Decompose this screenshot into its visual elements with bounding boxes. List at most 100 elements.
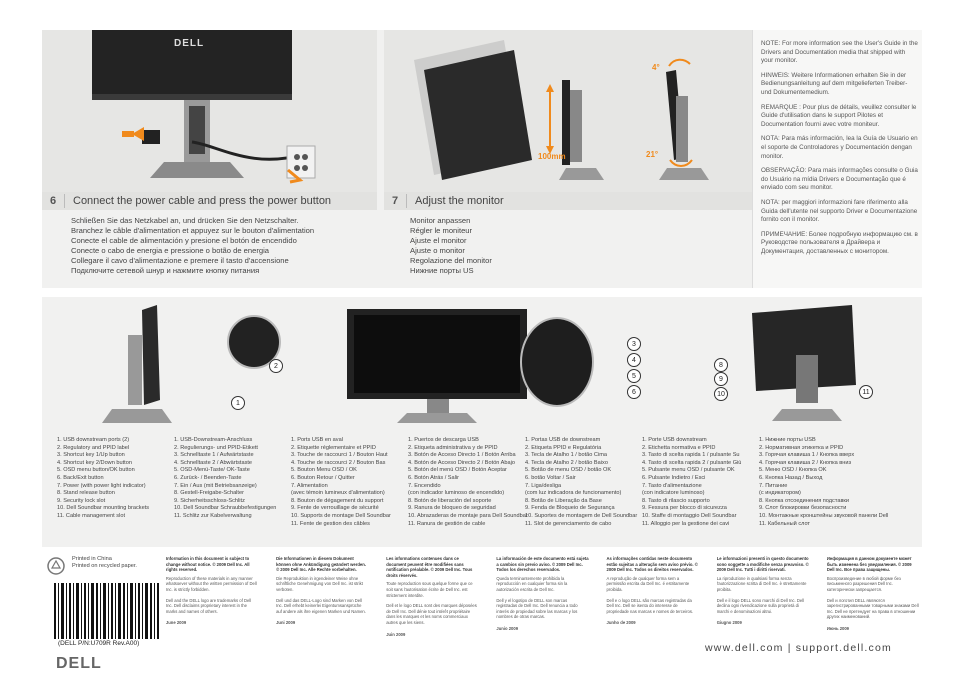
list-item: 6. Zurück- / Beenden-Taste bbox=[174, 474, 242, 481]
legal-paragraph: A reprodução de qualquer forma sem a per… bbox=[606, 575, 690, 592]
list-item: 11. Schlitz zur Kabelverwaltung bbox=[174, 512, 252, 519]
note-pt: OBSERVAÇÃO: Para mais informações consul… bbox=[761, 167, 918, 192]
translation-it: Collegare il cavo d'alimentazione e prem… bbox=[71, 256, 289, 265]
translation-es: Ajuste el monitor bbox=[410, 236, 467, 245]
list-item: 7. Alimentation bbox=[291, 482, 328, 489]
step-6-number: 6 bbox=[49, 195, 57, 207]
callout-8: 8 bbox=[714, 358, 728, 372]
step-7-header: 7 Adjust the monitor bbox=[384, 192, 752, 210]
notes-panel: NOTE: For more information see the User'… bbox=[752, 30, 922, 288]
list-item: 8. Bouton de dégagement du support bbox=[291, 497, 384, 504]
legal-date: Junio 2009 bbox=[496, 625, 519, 631]
note-ru: ПРИМЕЧАНИЕ: Более подробную информацию с… bbox=[761, 230, 918, 255]
legal-paragraph: Dell e o logo DELL são marcas registrada… bbox=[606, 597, 694, 614]
callout-5: 5 bbox=[627, 369, 641, 383]
monitor-power-cable-illustration bbox=[92, 30, 316, 184]
translation-es: Conecte el cable de alimentación y presi… bbox=[71, 236, 297, 245]
website-link[interactable]: www.dell.com | support.dell.com bbox=[705, 642, 892, 654]
note-it: NOTA: per maggiori informazioni fare rif… bbox=[761, 198, 918, 224]
list-item: (avec témoin lumineux d'alimentation) bbox=[291, 490, 385, 497]
list-item: 5. Pulsante menu OSD / pulsante OK bbox=[642, 467, 735, 474]
translation-de: Schließen Sie das Netzkabel an, und drüc… bbox=[71, 216, 299, 225]
legal-paragraph: Dell и логотип DELL являются зарегистрир… bbox=[826, 597, 919, 620]
step-6-translations: Schließen Sie das Netzkabel an, und drüc… bbox=[71, 216, 314, 276]
list-item: 2. Regulierungs- und PPID-Etikett bbox=[174, 444, 258, 451]
list-item: 7. Encendido bbox=[408, 482, 441, 489]
list-item: 10. Supports de montage Dell Soundbar bbox=[291, 512, 391, 519]
list-item: 5. Bouton Menu OSD / OK bbox=[291, 467, 357, 474]
legal-paragraph: Dell und das DELL-Logo sind Marken von D… bbox=[276, 597, 366, 614]
monitor-front-view bbox=[347, 309, 527, 423]
list-item: 7. Liga/desliga bbox=[525, 482, 562, 489]
list-item: 6. Кнопка Назад / Выход bbox=[759, 474, 823, 481]
translation-fr: Régler le moniteur bbox=[410, 226, 473, 235]
list-item: 3. Tecla de Atalho 1 / botão Cima bbox=[525, 452, 607, 459]
translation-pt: Ajuste o monitor bbox=[410, 246, 465, 255]
legal-paragraph: Dell et le logo DELL sont des marques dé… bbox=[386, 603, 477, 625]
list-item: 1. USB-Downstream-Anschluss bbox=[174, 437, 253, 443]
legal-pt: As informações contidas neste documento … bbox=[592, 556, 702, 666]
legal-heading: La información de este documento está su… bbox=[496, 556, 589, 573]
height-label: 100mm bbox=[538, 152, 566, 161]
list-item: 10. Монтажные кронштейны звуковой панели… bbox=[759, 512, 889, 519]
legal-heading: Die Informationen in diesem Dokument kön… bbox=[276, 556, 366, 573]
barcode bbox=[52, 581, 160, 641]
legal-es: La información de este documento está su… bbox=[481, 556, 591, 666]
legal-paragraph: Die Reproduktion in irgendeiner Weise oh… bbox=[276, 575, 363, 592]
note-es: NOTA: Para más información, lea la Guía … bbox=[761, 135, 918, 160]
list-item: 3. Shortcut key 1/Up button bbox=[57, 452, 125, 459]
list-item: 6. Back/Exit button bbox=[57, 474, 104, 481]
legal-paragraph: Queda terminantemente prohibida la repro… bbox=[496, 575, 568, 592]
list-item: 9. Fente de verrouillage de sécurité bbox=[291, 505, 379, 512]
list-item: 4. Botón de Acceso Directo 2 / Botón Aba… bbox=[408, 459, 515, 466]
list-item: 9. Ranura de bloqueo de seguridad bbox=[408, 505, 496, 512]
list-item: 11. Fente de gestion des câbles bbox=[291, 520, 370, 527]
list-item: 9. Sicherheitsschloss-Schlitz bbox=[174, 497, 245, 504]
list-item: 1. Portas USB de downstream bbox=[525, 437, 601, 443]
list-item: 8. Кнопка отсоединения подставки bbox=[759, 497, 850, 504]
monitor-adjust-illustration bbox=[414, 40, 709, 180]
note-fr: REMARQUE : Pour plus de détails, veuille… bbox=[761, 103, 917, 128]
callout-4: 4 bbox=[627, 353, 641, 367]
feature-list-en: 1. USB downstream ports (2) 2. Regulator… bbox=[42, 437, 159, 528]
list-item: 7. Ein / Aus (mit Betriebsanzeige) bbox=[174, 482, 257, 489]
list-item: 5. Меню OSD / Кнопка OK bbox=[759, 467, 827, 474]
legal-en: Information in this document is subject … bbox=[151, 556, 261, 666]
list-item: 11. Alloggio per la gestione dei cavi bbox=[642, 520, 730, 527]
legal-date: Июнь 2009 bbox=[826, 625, 850, 631]
translation-it: Regolazione del monitor bbox=[410, 256, 492, 265]
monitor-dell-logo: DELL bbox=[174, 38, 205, 49]
callout-2: 2 bbox=[269, 359, 283, 373]
feature-lists: 1. USB downstream ports (2) 2. Regulator… bbox=[42, 437, 922, 528]
list-item: 4. Горячая клавиша 2 / Кнопка вниз bbox=[759, 459, 852, 466]
list-item: 2. Etiqueta administrativa y de PPID bbox=[408, 444, 498, 451]
list-item: 1. Нижние порты USB bbox=[759, 437, 816, 443]
list-item: 8. Tasto di rilascio supporto bbox=[642, 497, 710, 504]
list-item: 11. Ranura de gestión de cable bbox=[408, 520, 486, 527]
monitor-side-view bbox=[102, 305, 172, 423]
list-item: 11. Cable management slot bbox=[57, 512, 125, 519]
legal-ru: Информация в данном документе может быть… bbox=[812, 556, 922, 666]
list-item: 4. Shortcut key 2/Down button bbox=[57, 459, 132, 466]
list-item: 6. Pulsante Indietro / Esci bbox=[642, 474, 706, 481]
feature-list-it: 1. Porte USB downstream 2. Etichetta nor… bbox=[627, 437, 744, 528]
list-item: 1. USB downstream ports (2) bbox=[57, 437, 130, 443]
printed-in: Printed in China bbox=[72, 556, 112, 562]
step-6-title: Connect the power cable and press the po… bbox=[64, 194, 331, 208]
list-item: (con indicador luminoso de encendido) bbox=[408, 490, 505, 497]
step-7-number: 7 bbox=[391, 195, 399, 207]
legal-it: Le informazioni presenti in questo docum… bbox=[702, 556, 812, 666]
callout-6: 6 bbox=[627, 385, 641, 399]
legal-de: Die Informationen in diesem Dokument kön… bbox=[261, 556, 371, 666]
part-number: (DELL P/N:U709R Rev.A00) bbox=[58, 640, 140, 647]
list-item: 3. Горячая клавиша 1 / Кнопка вверх bbox=[759, 452, 855, 459]
list-item: 4. Schnelltaste 2 / Abwärtstaste bbox=[174, 459, 253, 466]
recycle-icon bbox=[47, 557, 65, 575]
list-item: 11. Кабельный слот bbox=[759, 520, 810, 527]
legal-paragraph: Воспроизведение в любой форме без письме… bbox=[826, 575, 901, 592]
callout-11: 11 bbox=[859, 385, 873, 399]
feature-list-pt: 1. Portas USB de downstream 2. Etiqueta … bbox=[510, 437, 637, 528]
list-item: 3. Tasto di scelta rapida 1 / pulsante S… bbox=[642, 452, 740, 459]
legal-heading: Le informazioni presenti in questo docum… bbox=[716, 556, 809, 573]
translation-ru: Подключите сетевой шнур и нажмите кнопку… bbox=[71, 266, 260, 275]
